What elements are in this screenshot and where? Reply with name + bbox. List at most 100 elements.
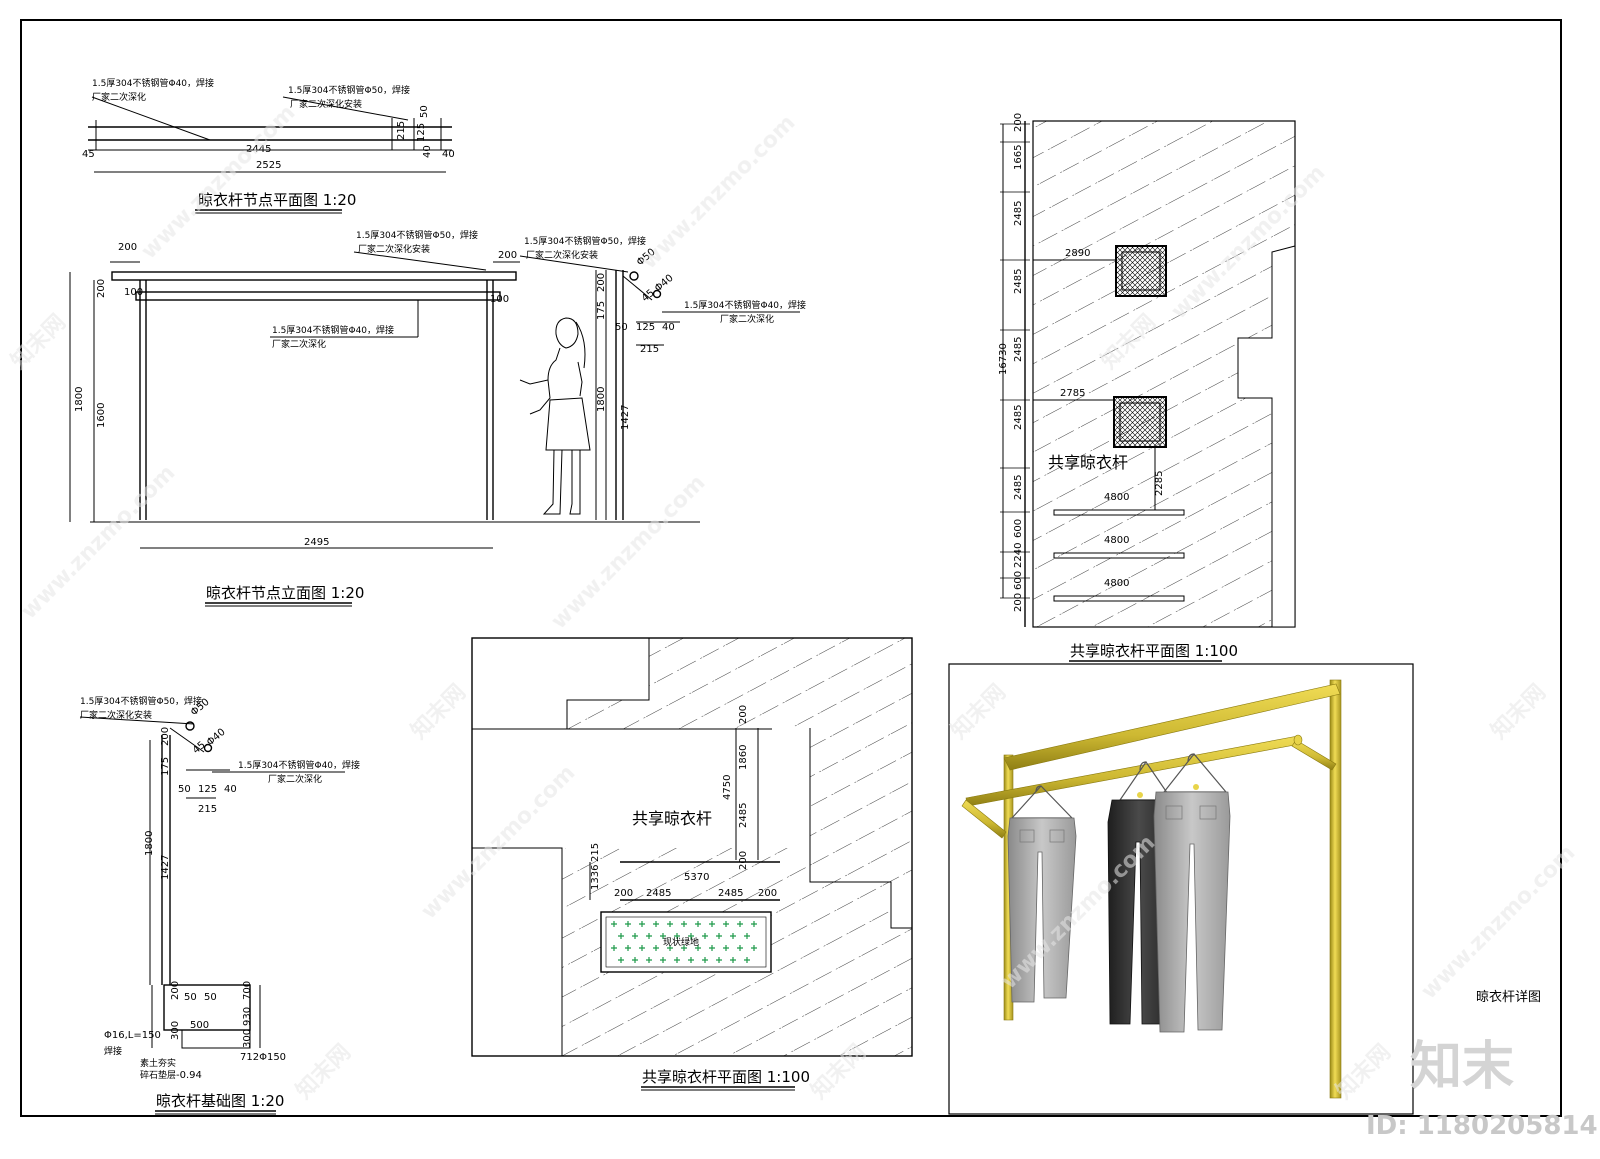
sec-dim-40: 40 (662, 322, 675, 333)
planting-symbol (674, 933, 680, 939)
fdn-elev: -0.94 (176, 1070, 202, 1081)
sec-dim-45: 45 (640, 288, 657, 305)
planting-symbol (611, 945, 617, 951)
rp-dim-4800-a: 4800 (1104, 492, 1129, 503)
sec-dim-200: 200 (596, 273, 607, 292)
planting-symbol (625, 921, 631, 927)
plan-dim-40: 40 (442, 149, 455, 160)
fdn-dim-175: 175 (160, 757, 171, 776)
planting-symbol (660, 933, 666, 939)
right-shared-rack-label: 共享晾衣杆 (1048, 453, 1128, 472)
rp-dim-2485-4: 2485 (1013, 405, 1024, 430)
sec-note-deepen: 厂家二次深化 (720, 313, 774, 325)
fdn-dim-45: 45 (191, 740, 208, 757)
elev-dim-200-right: 200 (498, 250, 517, 261)
node-elev-title: 晾衣杆节点立面图 1:20 (206, 584, 364, 602)
planting-symbol (681, 921, 687, 927)
plan-note-pipe50: 1.5厚304不锈钢管Φ50，焊接 (288, 84, 410, 96)
fdn-rebar: Φ16,L=150 (104, 1030, 161, 1041)
planting-symbol (618, 957, 624, 963)
fdn-phi40: Φ40 (205, 727, 228, 749)
planting-symbol (695, 921, 701, 927)
tree-grate-1 (1115, 245, 1167, 297)
foundation-title: 晾衣杆基础图 1:20 (156, 1092, 284, 1110)
rp-dim-2785: 2785 (1060, 388, 1085, 399)
wm-brand-2: 知末网 (406, 679, 471, 744)
plan-right-title: 共享晾衣杆平面图 1:100 (1070, 642, 1238, 660)
plan-bottom-title: 共享晾衣杆平面图 1:100 (642, 1068, 810, 1086)
site-plan-right: 2890 2785 2285 4800 4800 4800 共享晾衣杆 1673… (998, 113, 1296, 665)
fdn-dim-1800: 1800 (144, 831, 155, 856)
detail-title: 晾衣杆详图 (1476, 989, 1541, 1005)
bp-dim-200-b: 200 (758, 888, 777, 899)
rp-dim-2485-5: 2485 (1013, 475, 1024, 500)
elev-note-install: 厂家二次深化安装 (358, 243, 430, 255)
plan-dim-2525: 2525 (256, 160, 281, 171)
elev-dim-1600: 1600 (96, 403, 107, 428)
sheet-border (20, 19, 1562, 1117)
planting-symbol (639, 921, 645, 927)
right-plan-ticks (1000, 123, 1030, 599)
planting-symbol (702, 933, 708, 939)
rack-arm-right (1291, 739, 1337, 771)
bp-dim-200-a: 200 (614, 888, 633, 899)
rp-dim-2485-2: 2485 (1013, 269, 1024, 294)
fdn-dim-700: 700 (242, 981, 253, 1000)
sec-note-pipe50: 1.5厚304不锈钢管Φ50，焊接 (524, 235, 646, 247)
wm-id: ID: 1180205814 (1366, 1111, 1598, 1141)
plan-note-deepen: 厂家二次深化 (92, 91, 146, 103)
fdn-dim-1427: 1427 (160, 855, 171, 880)
sec-dim-1800: 1800 (596, 387, 607, 412)
fdn-note-pipe40: 1.5厚304不锈钢管Φ40，焊接 (238, 759, 360, 771)
bp-dim-215: 215 (590, 843, 601, 862)
fdn-gravel: 碎石垫层 (140, 1069, 176, 1081)
planting-symbol (681, 945, 687, 951)
bp-dim-1860: 1860 (738, 745, 749, 770)
bp-dim-2485-v: 2485 (738, 803, 749, 828)
planting-symbol (751, 921, 757, 927)
fdn-dim-215: 215 (198, 804, 217, 815)
planting-symbol (632, 957, 638, 963)
planting-symbol (667, 921, 673, 927)
node-elevation-view: 200 200 100 100 200 1800 1600 2495 1.5厚3… (69, 229, 806, 607)
fdn-dim-50: 50 (178, 784, 191, 795)
planting-symbol (639, 945, 645, 951)
rp-dim-4800-b: 4800 (1104, 535, 1129, 546)
planting-symbol (674, 957, 680, 963)
rp-dim-2485-1: 2485 (1013, 201, 1024, 226)
sec-note-pipe40: 1.5厚304不锈钢管Φ40，焊接 (684, 299, 806, 311)
wm-site-7: www.znzmo.com (1417, 840, 1581, 1004)
planting-symbol (646, 957, 652, 963)
bp-dim-2485-a: 2485 (646, 888, 671, 899)
planting-symbol (632, 933, 638, 939)
elev-dim-1800: 1800 (74, 387, 85, 412)
elev-dim-100-right: 100 (490, 294, 509, 305)
wm-site-5: www.znzmo.com (417, 760, 581, 924)
rack-top-beam (1003, 683, 1341, 771)
plan-dim-215: 215 (396, 121, 407, 140)
bp-dim-2485-b: 2485 (718, 888, 743, 899)
planting-symbol (625, 945, 631, 951)
planting-symbol (702, 957, 708, 963)
fdn-dim-200-b: 200 (170, 981, 181, 1000)
bp-dim-200-top: 200 (738, 705, 749, 724)
fdn-note-install: 厂家二次深化安装 (80, 709, 152, 721)
fdn-weld: 焊接 (104, 1045, 122, 1057)
rp-dim-16730: 16730 (998, 343, 1009, 375)
tree-grate-2 (1113, 396, 1167, 448)
wm-site-4: www.znzmo.com (547, 470, 711, 634)
plan-note-install: 厂家二次深化安装 (290, 98, 362, 110)
rp-dim-2890: 2890 (1065, 248, 1090, 259)
rack-3d-detail: 晾衣杆详图 (948, 663, 1541, 1115)
bp-dim-1336: 1336 (590, 865, 601, 890)
planting-symbol (730, 957, 736, 963)
elev-note-pipe40: 1.5厚304不锈钢管Φ40，焊接 (272, 324, 394, 336)
planting-symbol (709, 921, 715, 927)
wm-site-1: www.znzmo.com (137, 100, 301, 264)
sec-dim-1427: 1427 (620, 405, 631, 430)
planting-symbol (716, 933, 722, 939)
plan-dim-125: 125 (416, 123, 427, 142)
wm-site-8: www.znzmo.com (17, 460, 181, 624)
sec-dim-215: 215 (640, 344, 659, 355)
planting-symbol (667, 945, 673, 951)
